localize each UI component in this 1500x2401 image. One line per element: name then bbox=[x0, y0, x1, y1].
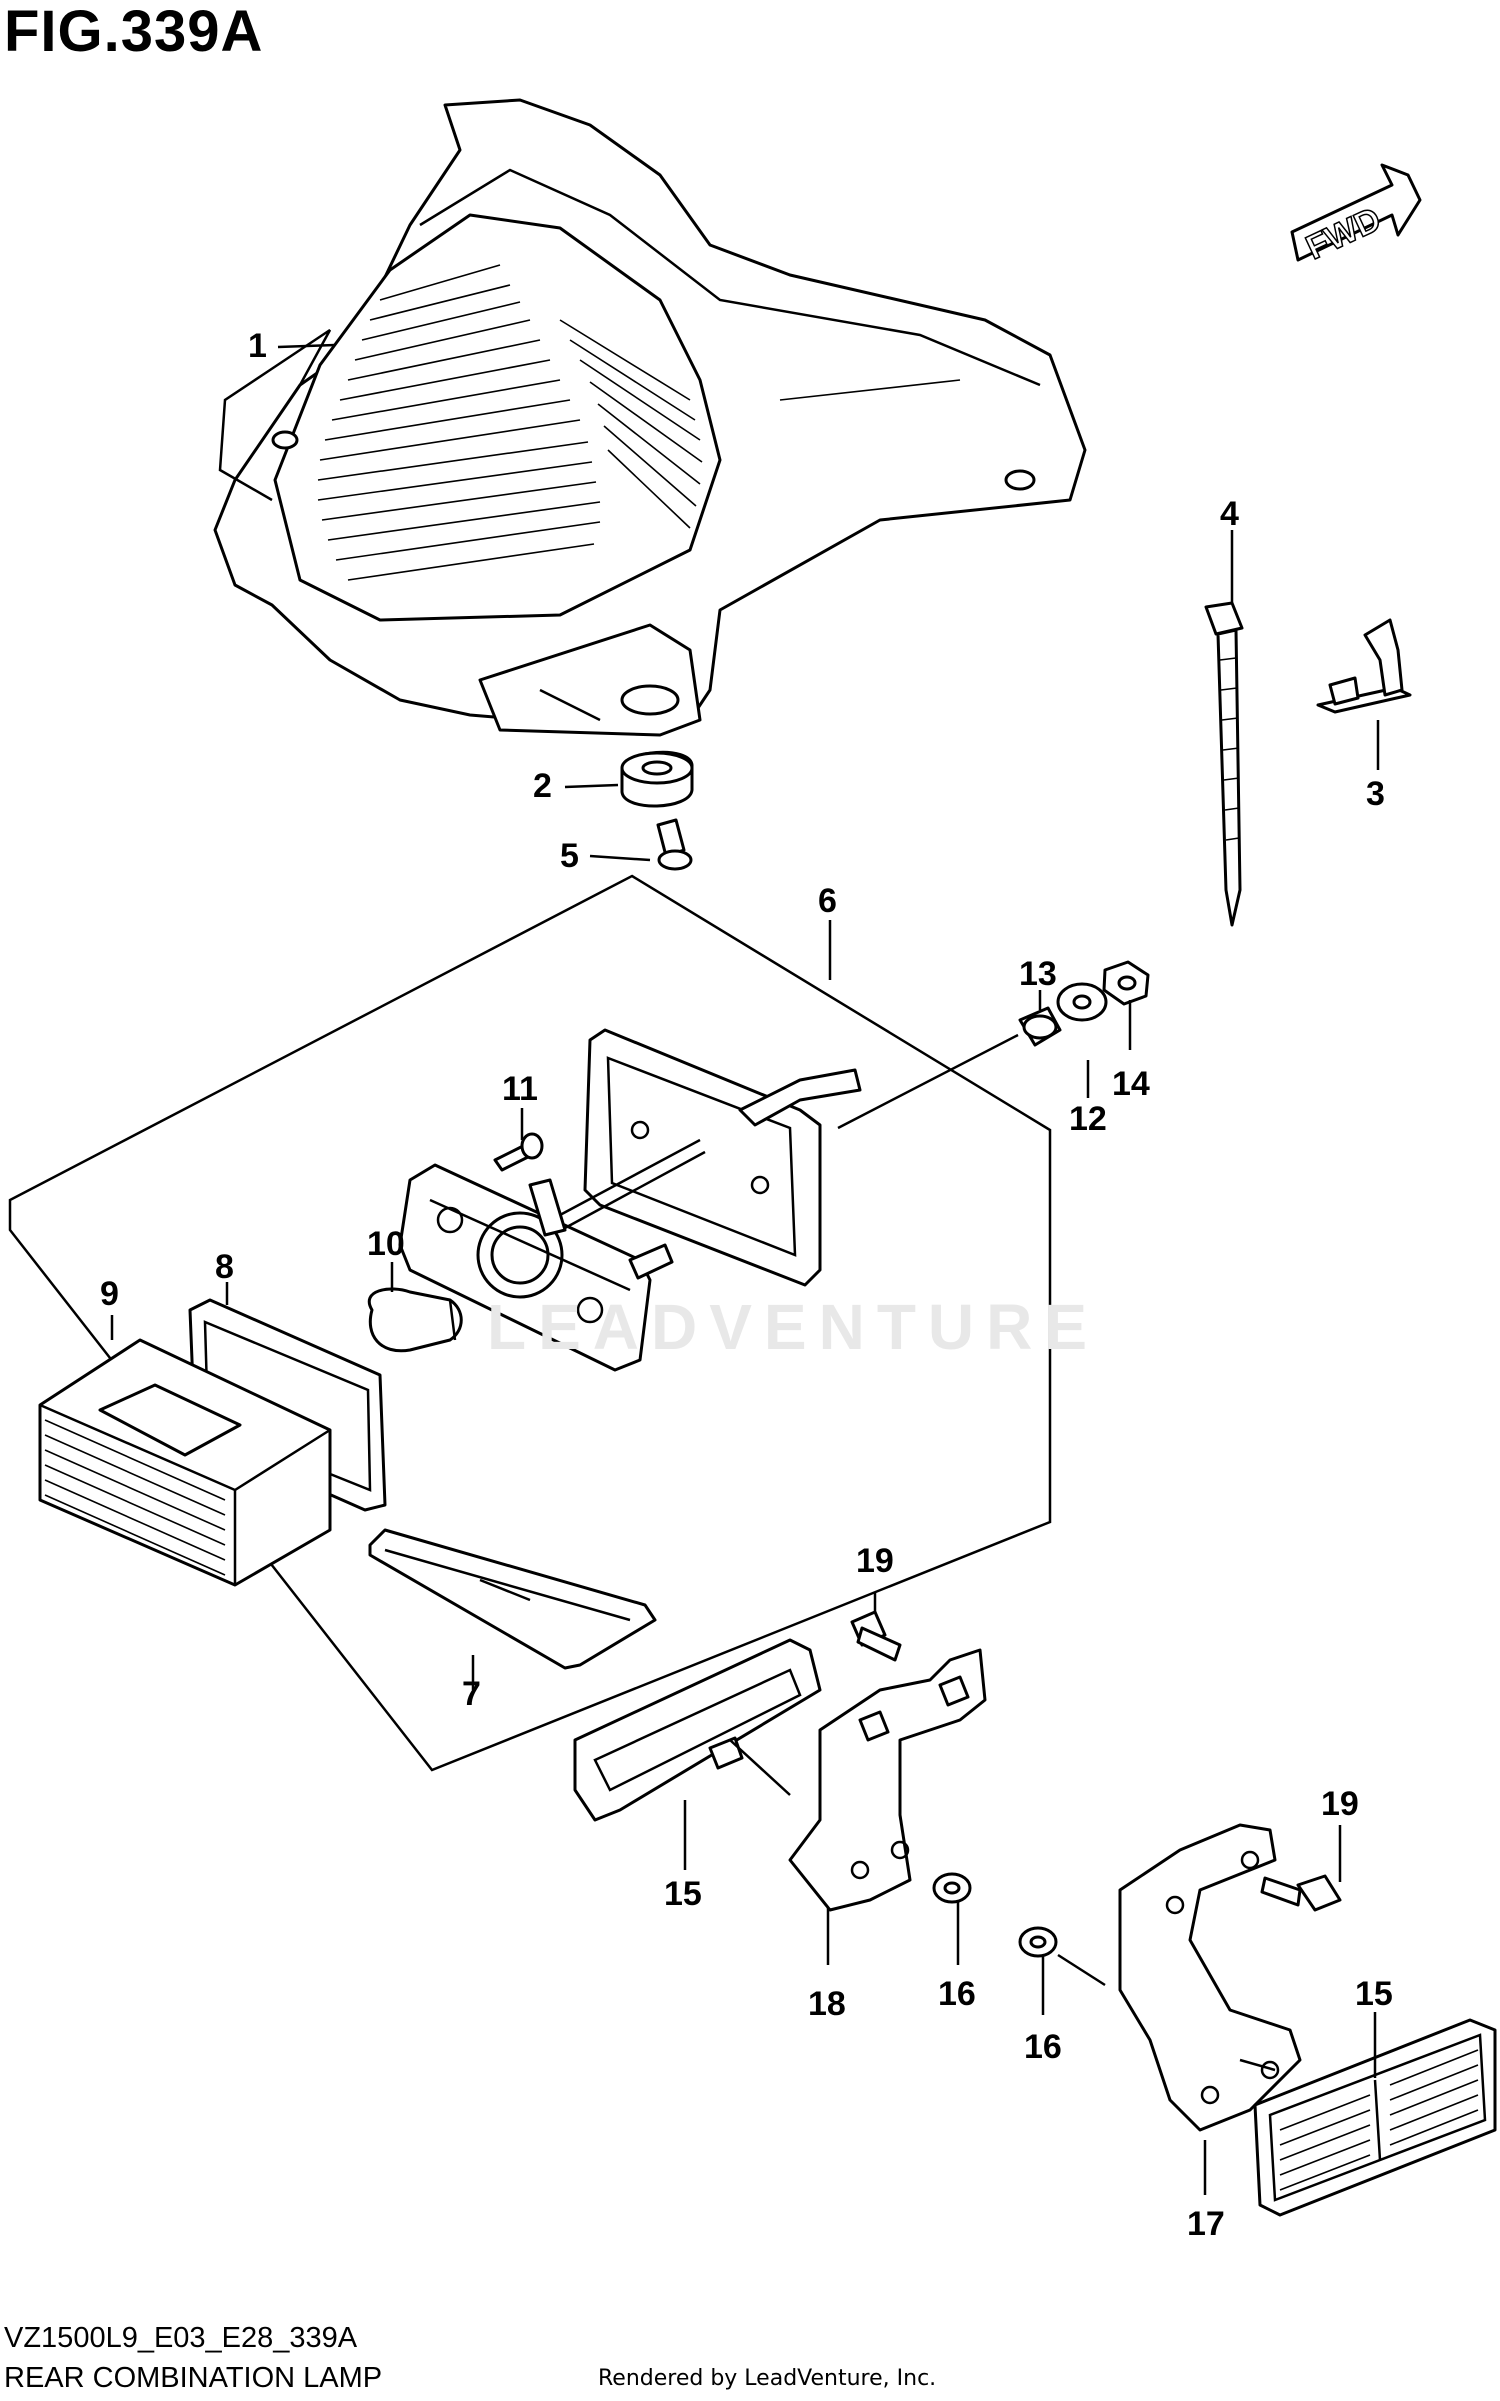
reflector-right bbox=[1253, 2018, 1497, 2217]
cable-tie bbox=[1204, 601, 1244, 927]
callout-4: 4 bbox=[1220, 495, 1239, 533]
callout-8: 8 bbox=[215, 1248, 234, 1286]
callout-6: 6 bbox=[818, 882, 837, 920]
figure-code: VZ1500L9_E03_E28_339A bbox=[4, 2322, 358, 2354]
callout-5: 5 bbox=[560, 837, 579, 875]
callout-19-upper: 19 bbox=[856, 1542, 894, 1580]
license-lens bbox=[368, 1528, 657, 1670]
reflector-bracket-right bbox=[1118, 1823, 1302, 2132]
reflector-bracket-left bbox=[788, 1648, 987, 1912]
figure-name: REAR COMBINATION LAMP bbox=[4, 2362, 383, 2394]
callout-16-right: 16 bbox=[1024, 2028, 1062, 2066]
flange-nut-right bbox=[1018, 1926, 1058, 1958]
callout-11: 11 bbox=[502, 1070, 538, 1108]
bulb-socket bbox=[398, 1138, 706, 1372]
callout-15-right: 15 bbox=[1355, 1975, 1393, 2013]
callout-13: 13 bbox=[1019, 955, 1057, 993]
tail-lens bbox=[38, 1338, 332, 1587]
washer bbox=[1056, 982, 1108, 1022]
flange-bolt-lower bbox=[1260, 1874, 1342, 1912]
tail-lamp-housing bbox=[213, 98, 1087, 737]
callout-3: 3 bbox=[1366, 775, 1385, 813]
callout-labels: 1 2 3 4 5 6 7 8 9 10 11 12 13 14 15 15 1… bbox=[100, 327, 1393, 2243]
flange-bolt-upper bbox=[850, 1610, 902, 1662]
callout-9: 9 bbox=[100, 1275, 119, 1313]
nut bbox=[1102, 960, 1150, 1006]
grommet bbox=[620, 750, 694, 808]
wire-clamp bbox=[1316, 618, 1412, 714]
callout-1: 1 bbox=[248, 327, 267, 365]
callout-18: 18 bbox=[808, 1985, 846, 2023]
callout-14: 14 bbox=[1112, 1065, 1150, 1103]
callout-10: 10 bbox=[367, 1225, 405, 1263]
watermark: LEADVENTURE bbox=[487, 1291, 1100, 1363]
callout-16-left: 16 bbox=[938, 1975, 976, 2013]
render-credit: Rendered by LeadVenture, Inc. bbox=[598, 2366, 937, 2391]
callout-7: 7 bbox=[462, 1675, 481, 1713]
callout-19-lower: 19 bbox=[1321, 1785, 1359, 1823]
callout-2: 2 bbox=[533, 767, 552, 805]
lamp-gasket-frame bbox=[583, 1028, 862, 1287]
bulb bbox=[367, 1287, 463, 1353]
small-screw bbox=[493, 1132, 544, 1172]
leader-lines bbox=[110, 343, 1380, 2195]
assembly-box bbox=[8, 874, 1052, 1772]
collar bbox=[1018, 1006, 1062, 1047]
callout-15-left: 15 bbox=[664, 1875, 702, 1913]
flange-nut-left bbox=[932, 1872, 972, 1904]
reflector-left bbox=[573, 1638, 822, 1822]
figure-title: FIG.339A bbox=[4, 0, 264, 64]
callout-17: 17 bbox=[1187, 2205, 1225, 2243]
callout-12: 12 bbox=[1069, 1100, 1107, 1138]
screw bbox=[656, 818, 693, 871]
fwd-arrow-icon: FWD bbox=[1290, 163, 1422, 268]
